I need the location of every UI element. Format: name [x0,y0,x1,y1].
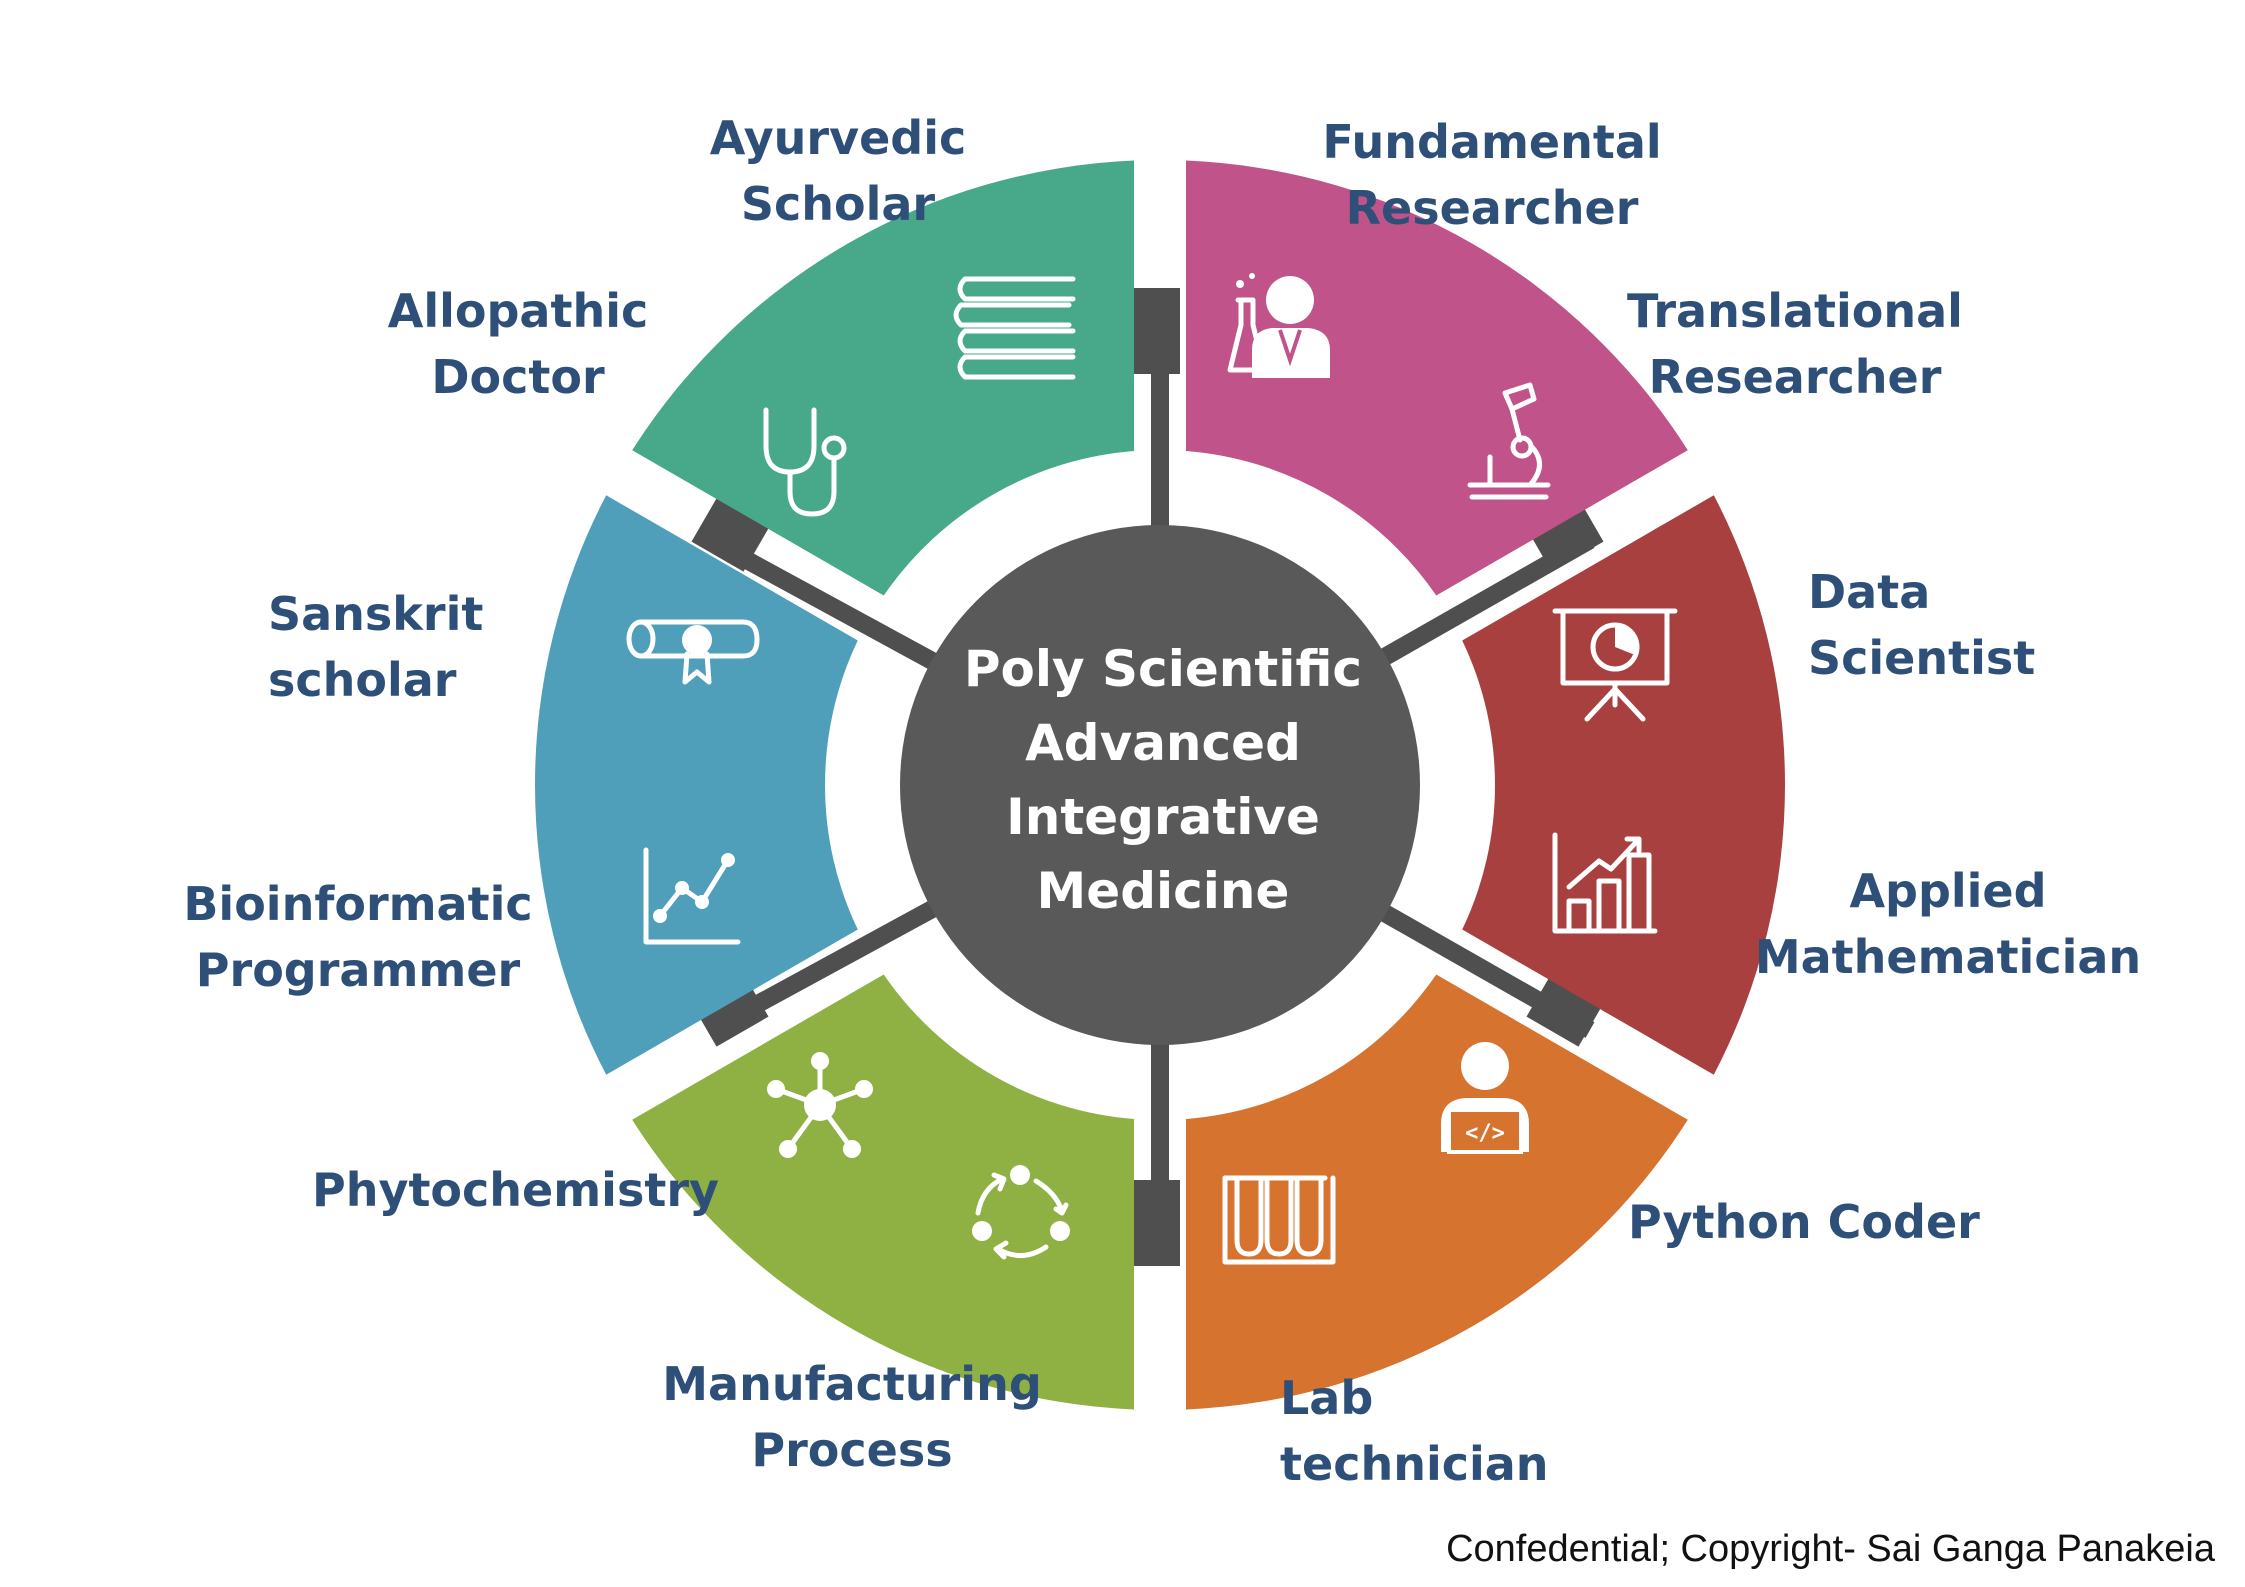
center-line-4: Medicine [1037,862,1290,920]
role-label-line: Researcher [1649,350,1942,404]
label-ayurvedic-scholar: Ayurvedic Scholar [710,111,967,231]
role-label-line: Doctor [431,350,605,404]
center-hub [900,525,1420,1045]
role-label-line: Scientist [1808,631,2035,685]
label-phytochemistry: Phytochemistry [312,1163,719,1217]
role-label-line: Scholar [741,177,936,231]
role-label-line: Bioinformatic [183,877,532,931]
segment-data [1462,495,1785,1075]
cycle-icon [972,1165,1070,1260]
role-label-line: Translational [1627,284,1963,338]
label-python-coder: Python Coder [1628,1195,1980,1249]
role-label-line: Programmer [196,943,521,997]
books-icon [953,276,1076,380]
role-labels: Fundamental Researcher Translational Res… [183,111,2141,1491]
center-title: Poly Scientific Advanced Integrative Med… [964,640,1362,920]
spoke-cap-upper-right [1526,498,1604,572]
spoke-cap-upper-left [691,498,769,572]
label-lab-technician: Lab technician [1280,1371,1549,1491]
label-sanskrit-scholar: Sanskrit scholar [268,587,483,707]
segment-computational [535,495,858,1075]
role-label-line: Python Coder [1628,1195,1980,1249]
ring-segments [535,160,1785,1410]
role-label-line: Data [1808,565,1930,619]
label-bioinformatic-programmer: Bioinformatic Programmer [183,877,532,997]
scientist-icon [1227,273,1330,378]
spoke-caps [691,288,1604,1266]
coder-icon: </> [1441,1042,1529,1154]
role-label-line: Mathematician [1755,930,2141,984]
segment-manufacturing [632,974,1135,1410]
stethoscope-icon [763,407,847,517]
role-label-line: Process [751,1423,952,1477]
svg-text:</>: </> [1465,1121,1505,1146]
role-label-line: Allopathic [388,284,648,338]
label-allopathic-doctor: Allopathic Doctor [388,284,648,404]
molecule-icon [767,1052,873,1158]
role-label-line: scholar [268,653,457,707]
center-line-1: Poly Scientific [964,640,1362,698]
presentation-chart-icon [1552,608,1678,722]
microscope-icon [1467,382,1551,500]
copyright-notice: Confedential; Copyright- Sai Ganga Panak… [1446,1528,2215,1570]
role-label-line: Fundamental [1322,115,1661,169]
line-graph-icon [643,847,741,945]
label-translational-researcher: Translational Researcher [1627,284,1963,404]
spoke-cap-lower-right [1526,973,1604,1047]
bar-chart-icon [1552,832,1658,934]
role-label-line: Phytochemistry [312,1163,719,1217]
center-line-2: Advanced [1025,714,1301,772]
test-tubes-icon [1222,1175,1336,1265]
role-label-line: Manufacturing [662,1357,1042,1411]
center-line-3: Integrative [1006,788,1320,846]
role-label-line: Ayurvedic [710,111,967,165]
role-label-line: Lab [1280,1371,1373,1425]
role-label-line: Sanskrit [268,587,483,641]
spoke-cap-top [1130,288,1180,374]
segment-medicine [632,160,1135,596]
label-data-scientist: Data Scientist [1808,565,2035,685]
spoke-cap-bottom [1130,1180,1180,1266]
label-manufacturing-process: Manufacturing Process [662,1357,1042,1477]
scroll-icon [626,619,760,685]
segment-research [1185,160,1688,596]
role-label-line: Researcher [1346,181,1639,235]
role-label-line: technician [1280,1437,1549,1491]
role-label-line: Applied [1849,864,2046,918]
label-fundamental-researcher: Fundamental Researcher [1322,115,1661,235]
segment-engineering [1185,974,1688,1410]
label-applied-mathematician: Applied Mathematician [1755,864,2141,984]
